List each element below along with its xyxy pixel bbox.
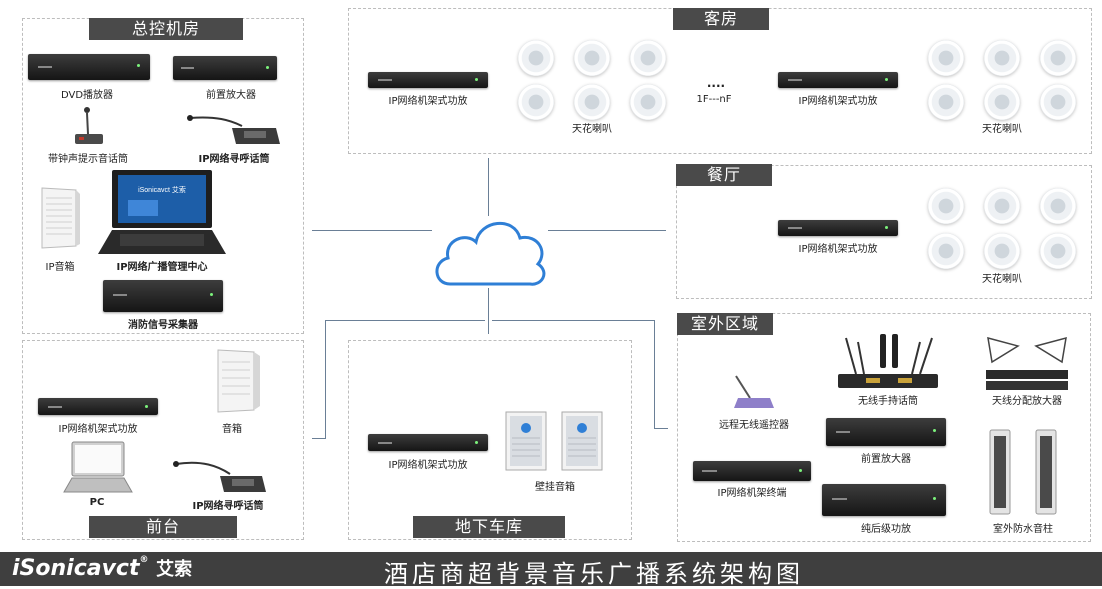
front-paging-mic-icon bbox=[173, 461, 266, 492]
fire-collector-device bbox=[103, 280, 223, 312]
label-pure-power-amp: 纯后级功放 bbox=[861, 524, 911, 535]
ceiling-speaker-icon bbox=[928, 188, 964, 224]
label-front-speaker: 音箱 bbox=[222, 424, 242, 435]
label-front-pc: PC bbox=[89, 497, 105, 508]
label-parking-amp: IP网络机架式功放 bbox=[388, 460, 468, 471]
antenna-amp-icon bbox=[986, 336, 1068, 390]
ceiling-speaker-icon bbox=[574, 40, 610, 76]
label-restaurant-ceiling: 天花喇叭 bbox=[982, 274, 1022, 285]
wall-speaker-icon bbox=[505, 411, 547, 471]
label-front-amp: IP网络机架式功放 bbox=[58, 424, 138, 435]
preamp-outdoor-device bbox=[826, 418, 946, 446]
zone-title-front-desk: 前台 bbox=[89, 516, 237, 538]
front-amp-device bbox=[38, 398, 158, 415]
label-antenna-amp: 天线分配放大器 bbox=[992, 396, 1062, 407]
link-right-branch bbox=[492, 320, 654, 321]
guest-amp-left-device bbox=[368, 72, 488, 88]
ip-mgmt-center-icon: iSonicavct 艾索 bbox=[98, 170, 226, 254]
label-preamp-control: 前置放大器 bbox=[206, 90, 256, 101]
ceiling-speaker-icon bbox=[984, 40, 1020, 76]
restaurant-amp-device bbox=[778, 220, 898, 236]
link-cloud-to-parking bbox=[488, 288, 489, 334]
label-ip-speaker-box: IP音箱 bbox=[45, 262, 75, 273]
link-left-branch bbox=[325, 320, 485, 321]
label-parking-wall-speaker: 壁挂音箱 bbox=[535, 482, 575, 493]
pc-laptop-icon bbox=[63, 441, 133, 493]
ceiling-speaker-icon bbox=[1040, 233, 1076, 269]
label-restaurant-amp: IP网络机架式功放 bbox=[798, 244, 878, 255]
link-cloud-to-restaurant bbox=[548, 230, 666, 231]
remote-receiver-icon bbox=[734, 375, 774, 408]
pure-power-amp-device bbox=[822, 484, 946, 516]
cloud-network-icon bbox=[435, 221, 546, 286]
wireless-mic-icon bbox=[838, 334, 938, 388]
chime-mic-icon bbox=[75, 107, 103, 144]
ceiling-speaker-icon bbox=[630, 40, 666, 76]
ip-paging-mic-control-icon bbox=[187, 115, 280, 144]
zone-restaurant bbox=[676, 165, 1092, 299]
link-cloud-to-guest bbox=[488, 158, 489, 216]
link-cloud-to-control bbox=[312, 230, 432, 231]
zone-title-restaurant: 餐厅 bbox=[676, 164, 772, 186]
svg-text:iSonicavct 艾索: iSonicavct 艾索 bbox=[138, 185, 186, 194]
brand-cn: 艾索 bbox=[156, 559, 193, 580]
ceiling-speaker-icon bbox=[928, 233, 964, 269]
label-floor-range: 1F---nF bbox=[696, 94, 732, 105]
guest-amp-right-device bbox=[778, 72, 898, 88]
zone-title-guest-room: 客房 bbox=[673, 8, 769, 30]
label-ip-rack-terminal: IP网络机架终端 bbox=[717, 488, 787, 499]
wall-speaker-icon bbox=[561, 411, 603, 471]
outdoor-column-speaker-icon bbox=[989, 429, 1011, 515]
link-right-down bbox=[654, 320, 655, 428]
parking-amp-device bbox=[368, 434, 488, 451]
label-guest-ceiling-right: 天花喇叭 bbox=[982, 124, 1022, 135]
label-outdoor-column: 室外防水音柱 bbox=[993, 524, 1053, 535]
outdoor-column-speaker-icon bbox=[1035, 429, 1057, 515]
label-fire-collector: 消防信号采集器 bbox=[128, 320, 198, 331]
ceiling-speaker-icon bbox=[1040, 84, 1076, 120]
ceiling-speaker-icon bbox=[984, 233, 1020, 269]
zone-title-control-room: 总控机房 bbox=[89, 18, 243, 40]
label-remote-receiver: 远程无线遥控器 bbox=[719, 420, 789, 431]
brand-logo: iSonicavct® 艾索 bbox=[12, 555, 193, 581]
ceiling-speaker-icon bbox=[518, 84, 554, 120]
label-ip-mgmt-center: IP网络广播管理中心 bbox=[116, 262, 208, 273]
preamp-control-device bbox=[173, 56, 277, 80]
ceiling-speaker-icon bbox=[928, 40, 964, 76]
ceiling-speaker-icon bbox=[630, 84, 666, 120]
label-ip-paging-mic-control: IP网络寻呼话筒 bbox=[198, 154, 270, 165]
diagram-title: 酒店商超背景音乐广播系统架构图 bbox=[384, 560, 804, 588]
ceiling-speaker-icon bbox=[1040, 40, 1076, 76]
label-preamp-outdoor: 前置放大器 bbox=[861, 454, 911, 465]
brand-name: iSonicavct bbox=[12, 556, 140, 581]
label-front-paging-mic: IP网络寻呼话筒 bbox=[192, 501, 264, 512]
zone-front-desk bbox=[22, 340, 304, 540]
label-guest-ceiling-left: 天花喇叭 bbox=[572, 124, 612, 135]
dvd-player-device bbox=[28, 54, 150, 80]
zone-outdoor bbox=[677, 313, 1091, 542]
zone-title-outdoor: 室外区域 bbox=[677, 313, 773, 335]
front-speaker-icon bbox=[217, 349, 260, 413]
link-left-down bbox=[325, 320, 326, 438]
label-chime-mic: 带钟声提示音话筒 bbox=[48, 154, 128, 165]
ceiling-speaker-icon bbox=[984, 188, 1020, 224]
ip-rack-terminal-device bbox=[693, 461, 811, 481]
footer-bar: iSonicavct® 艾索 酒店商超背景音乐广播系统架构图 bbox=[0, 552, 1102, 588]
label-wireless-mic: 无线手持话筒 bbox=[858, 396, 918, 407]
label-guest-amp-left: IP网络机架式功放 bbox=[388, 96, 468, 107]
ceiling-speaker-icon bbox=[518, 40, 554, 76]
zone-parking bbox=[348, 340, 632, 540]
label-guest-amp-right: IP网络机架式功放 bbox=[798, 96, 878, 107]
ceiling-speaker-icon bbox=[574, 84, 610, 120]
link-outdoor-end bbox=[654, 428, 668, 429]
floor-dots: .... bbox=[706, 76, 726, 90]
ceiling-speaker-icon bbox=[928, 84, 964, 120]
ip-speaker-box-icon bbox=[41, 187, 80, 249]
link-front-end bbox=[312, 438, 326, 439]
zone-title-parking: 地下车库 bbox=[413, 516, 565, 538]
ceiling-speaker-icon bbox=[1040, 188, 1076, 224]
ceiling-speaker-icon bbox=[984, 84, 1020, 120]
label-dvd: DVD播放器 bbox=[60, 90, 114, 101]
